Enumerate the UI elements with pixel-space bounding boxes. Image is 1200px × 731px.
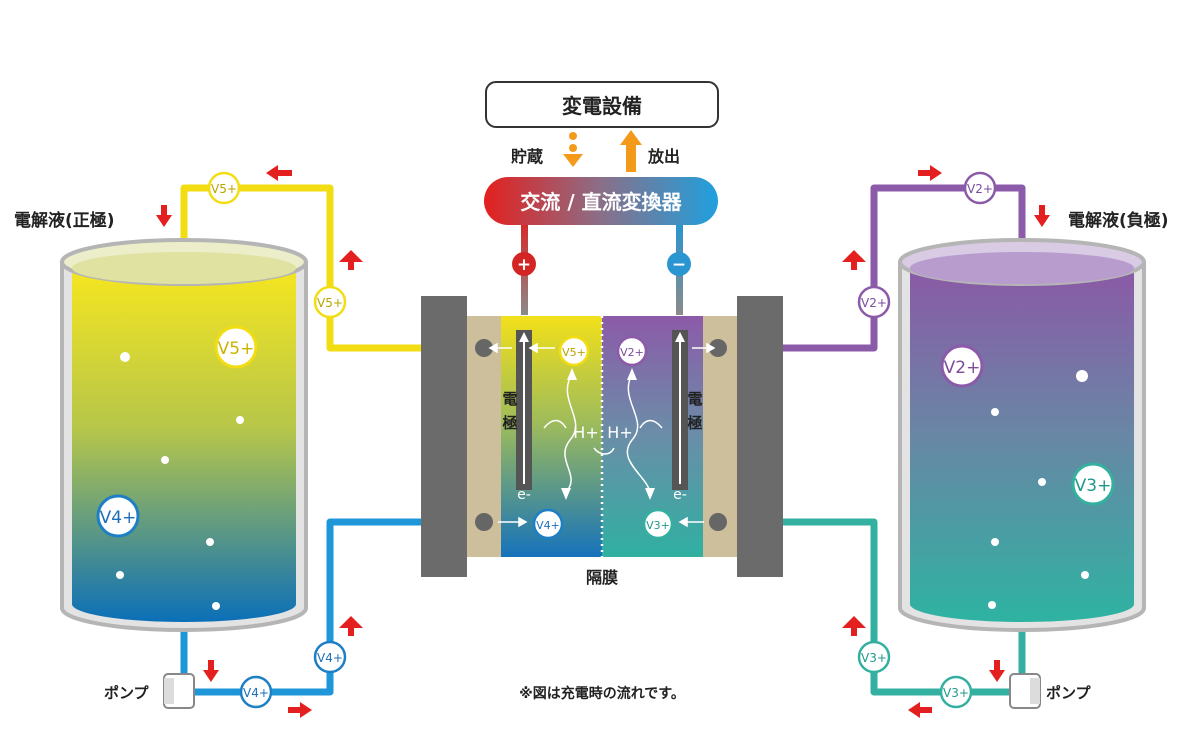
store-label: 貯蔵 [511, 147, 543, 166]
end-plate-right [737, 296, 783, 577]
tank-ion-v2: V2+ [940, 344, 984, 388]
cell-flow-arrows [488, 342, 716, 528]
substation-label: 変電設備 [562, 94, 642, 118]
svg-text:V5+: V5+ [211, 182, 237, 196]
cell-ion-v4: V4+ [532, 508, 564, 540]
svg-text:V4+: V4+ [243, 686, 269, 700]
ion-path-heads [561, 368, 655, 500]
electrode-label-right-1: 電 [687, 390, 702, 408]
cell-ion-v5: V5+ [558, 335, 590, 367]
converter-label: 交流 / 直流変換器 [520, 190, 682, 214]
tank-ion-v3: V3+ [1071, 462, 1115, 506]
positive-electrolyte-label: 電解液(正極) [14, 210, 115, 231]
outlet-node-right [709, 339, 727, 357]
pipe-ion-v3-bottom: V3+ [939, 675, 973, 709]
tank-ion-v5: V5+ [214, 325, 258, 369]
pipe-ion-v2-top: V2+ [963, 171, 997, 205]
membrane-label: 隔膜 [586, 568, 618, 587]
svg-text:V3+: V3+ [861, 651, 887, 665]
svg-text:V5+: V5+ [562, 346, 586, 359]
left-pump-label: ポンプ [104, 684, 150, 702]
svg-text:V2+: V2+ [861, 296, 887, 310]
pipes [180, 184, 1026, 696]
proton-label-left: H+ [573, 423, 598, 442]
discharge-label: 放出 [647, 147, 680, 166]
svg-text:V2+: V2+ [967, 182, 993, 196]
svg-text:−: − [672, 255, 686, 275]
svg-text:V5+: V5+ [218, 339, 255, 359]
cell-stack [421, 296, 783, 577]
svg-text:V2+: V2+ [620, 346, 644, 359]
flow-arrows [156, 165, 1050, 718]
svg-text:V4+: V4+ [317, 651, 343, 665]
svg-text:V3+: V3+ [646, 519, 670, 532]
inlet-node-right [709, 513, 727, 531]
cell-ion-v3: V3+ [642, 508, 674, 540]
end-plate-left [421, 296, 467, 577]
svg-text:V4+: V4+ [100, 508, 137, 528]
ac-dc-converter: 交流 / 直流変換器 [484, 177, 718, 225]
proton-label-right: H+ [607, 423, 632, 442]
cell-ion-v2: V2+ [616, 335, 648, 367]
note-text: ※図は充電時の流れです。 [519, 685, 685, 702]
pipe-ion-v4-bottom: V4+ [239, 675, 273, 709]
svg-text:V3+: V3+ [943, 686, 969, 700]
svg-text:e-: e- [673, 487, 687, 503]
pipe-ion-v5-side: V5+ [313, 285, 347, 319]
right-pump-label: ポンプ [1046, 684, 1092, 702]
outlet-node-left [475, 339, 493, 357]
pipe-ion-v4-side: V4+ [313, 640, 347, 674]
pipe-ion-v3-side: V3+ [857, 640, 891, 674]
svg-text:V5+: V5+ [317, 296, 343, 310]
negative-electrolyte-label: 電解液(負極) [1068, 210, 1169, 231]
plus-terminal: + [512, 252, 536, 276]
positive-tank [60, 238, 308, 632]
svg-text:V4+: V4+ [536, 519, 560, 532]
left-pump [163, 673, 195, 709]
svg-text:e-: e- [517, 487, 531, 503]
minus-terminal: − [667, 252, 691, 276]
ion-paths [543, 373, 663, 493]
pipe-ion-v2-side: V2+ [857, 285, 891, 319]
pipe-ion-v5-top: V5+ [207, 171, 241, 205]
svg-text:V2+: V2+ [944, 358, 981, 378]
right-pump [1009, 673, 1041, 709]
svg-text:+: + [517, 255, 531, 275]
substation-box: 変電設備 [485, 81, 719, 128]
tank-ion-v4: V4+ [96, 494, 140, 538]
inlet-node-left [475, 513, 493, 531]
store-arrow [563, 132, 583, 167]
positive-electrode: e- [516, 330, 532, 503]
electrode-label-left-1: 電 [502, 390, 517, 408]
electrode-label-left-2: 極 [501, 414, 517, 432]
svg-text:V3+: V3+ [1075, 476, 1112, 496]
negative-tank [898, 238, 1146, 632]
electrode-label-right-2: 極 [686, 414, 702, 432]
discharge-arrow [620, 130, 642, 172]
negative-electrode: e- [672, 330, 688, 503]
